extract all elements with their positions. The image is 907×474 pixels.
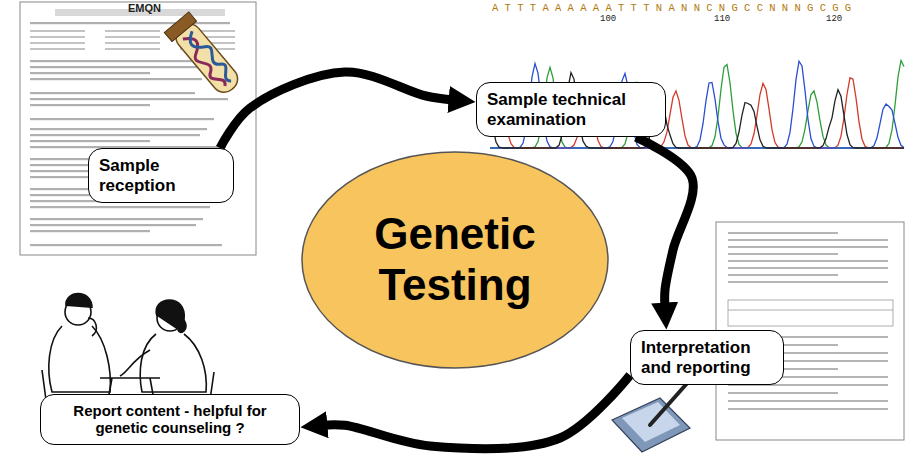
text-line [30, 78, 202, 80]
ellipse-shape [302, 152, 608, 368]
text-line [728, 400, 888, 402]
text-line [728, 232, 838, 234]
text-line [30, 22, 230, 24]
text-line [728, 408, 888, 410]
text-line [30, 36, 85, 38]
text-line [105, 48, 160, 50]
person-hair [156, 300, 186, 332]
person-arm [88, 318, 96, 336]
text-line [30, 118, 214, 120]
text-line [728, 392, 838, 394]
text-line [30, 134, 200, 136]
person-arm [120, 350, 150, 376]
process-box: Sample reception [88, 148, 234, 203]
sequence-text: A T T T A A A A A A T T T N A N N C N G … [492, 2, 851, 14]
text-line [30, 224, 196, 226]
text-line [728, 253, 838, 255]
text-line [30, 230, 150, 232]
person-body [49, 326, 111, 392]
position-number: 120 [826, 14, 842, 24]
pen [650, 380, 690, 425]
box-label: Sample technical examination [487, 90, 655, 129]
process-box: Interpretation and reporting [630, 330, 784, 385]
text-line [30, 30, 85, 32]
text-line [728, 281, 888, 283]
text-line [728, 274, 838, 276]
text-line [30, 128, 207, 130]
box-label: Interpretation and reporting [641, 338, 773, 377]
text-line [30, 140, 150, 142]
text-line [30, 66, 216, 68]
process-box: Sample technical examination [476, 82, 666, 137]
text-line [105, 30, 160, 32]
text-line [728, 239, 888, 241]
center-title: Genetic Testing [345, 209, 565, 310]
text-line [728, 267, 888, 269]
report-table [728, 300, 893, 326]
chromatogram-ground [488, 0, 907, 150]
text-line [30, 42, 85, 44]
box-label: Report content - helpful for genetic cou… [51, 402, 289, 437]
text-line [30, 98, 228, 100]
logo-text: EMQN [128, 2, 161, 14]
text-line [105, 36, 160, 38]
report-table-rule [728, 310, 893, 311]
position-number: 110 [714, 14, 730, 24]
text-line [105, 42, 160, 44]
counseling-sketch [42, 294, 214, 401]
text-line [30, 244, 222, 246]
person-hair [66, 294, 92, 309]
flow-arrow [220, 72, 454, 148]
question-box: Report content - helpful for genetic cou… [40, 394, 300, 445]
central-ellipse: Genetic Testing [300, 150, 610, 370]
letter-page [20, 2, 256, 255]
text-line [30, 48, 85, 50]
pen-tablet [612, 380, 690, 452]
dna-strand [185, 29, 235, 85]
box-label: Sample reception [99, 156, 223, 195]
text-line [728, 260, 888, 262]
test-tube [164, 12, 244, 99]
person-body [140, 334, 206, 392]
text-line [728, 246, 888, 248]
flow-arrow [636, 137, 693, 308]
text-line [30, 218, 203, 220]
text-line [30, 104, 150, 106]
text-line [30, 206, 210, 208]
position-number: 100 [600, 14, 616, 24]
dna-strand [180, 33, 230, 89]
text-line [30, 72, 150, 74]
flow-arrow [322, 375, 630, 449]
text-line [30, 92, 195, 94]
